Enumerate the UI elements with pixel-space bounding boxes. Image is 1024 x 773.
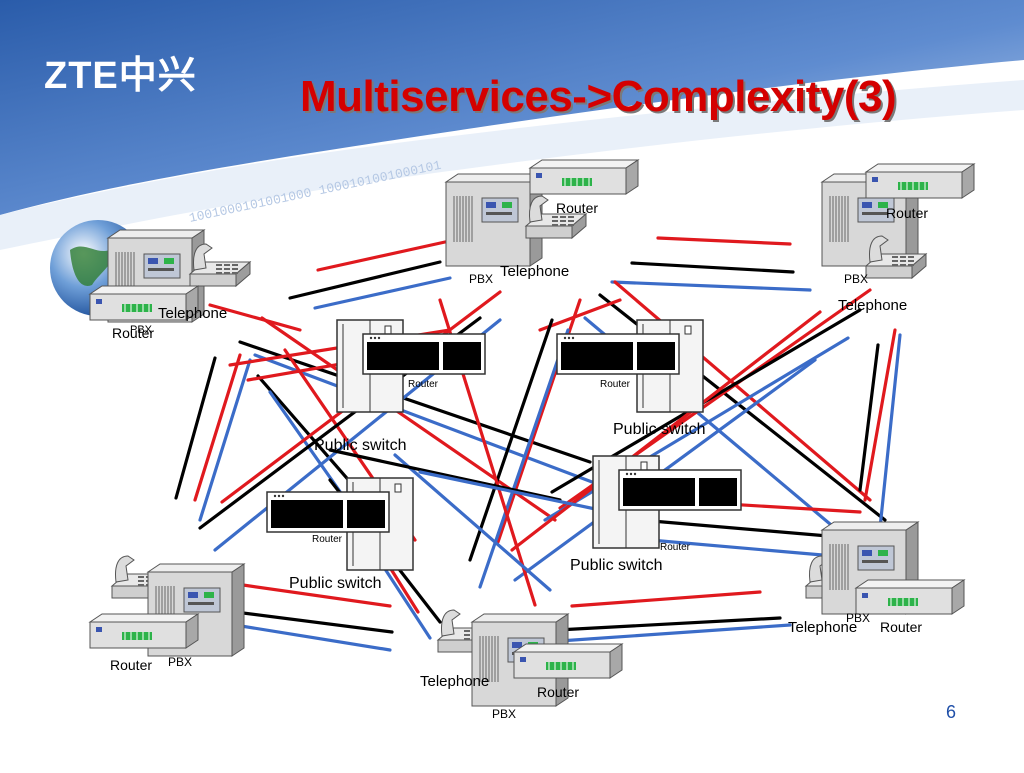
router-icon	[88, 613, 200, 649]
connection-line	[570, 590, 762, 608]
router-icon	[512, 643, 624, 679]
connection-line	[468, 318, 554, 562]
connection-line	[630, 261, 795, 274]
header-swoosh-light	[0, 80, 1024, 250]
zte-logo: ZTE中兴	[44, 55, 197, 97]
telephone-label: Telephone	[838, 297, 907, 314]
telephone-icon	[864, 235, 928, 280]
connection-line	[858, 343, 880, 492]
connection-line	[193, 353, 242, 502]
connection-line	[610, 280, 812, 292]
connection-line	[288, 260, 442, 300]
connection-line	[233, 610, 394, 634]
telephone-label: Telephone	[788, 619, 857, 636]
connection-line	[510, 310, 822, 552]
telephone-icon	[188, 243, 252, 288]
public-switch-icon	[592, 455, 742, 549]
slide-title: Multiservices->Complexity(3)	[300, 72, 897, 121]
connection-lines	[174, 236, 902, 652]
telephone-label: Telephone	[158, 305, 227, 322]
telephone-icon	[524, 195, 588, 240]
pbx-label: PBX	[130, 324, 153, 336]
pbx-label: PBX	[846, 611, 870, 625]
pbx-label: PBX	[469, 272, 493, 286]
connection-line	[313, 276, 452, 310]
connection-line	[418, 470, 602, 512]
connection-line	[233, 623, 392, 652]
public-switch-icon	[266, 477, 414, 571]
router-label: Router	[408, 379, 439, 390]
public-switch-icon	[336, 319, 486, 413]
router-label: Router	[886, 205, 928, 221]
connection-line	[328, 448, 562, 502]
connection-line	[198, 358, 252, 522]
router-label: Router	[556, 200, 598, 216]
connection-line	[538, 298, 622, 332]
connection-line	[878, 333, 902, 530]
router-label: Router	[537, 684, 579, 700]
connection-line	[555, 616, 782, 632]
connection-line	[613, 280, 872, 502]
router-label: Router	[600, 379, 631, 390]
public-switch-label: Public switch	[570, 557, 662, 574]
router-label: Router	[660, 542, 691, 553]
pbx-label: PBX	[168, 655, 192, 669]
page-number: 6	[946, 702, 957, 722]
router-label: Router	[880, 619, 922, 635]
connection-line	[174, 356, 217, 500]
connection-line	[478, 328, 570, 589]
connection-line	[863, 328, 897, 502]
router-label: Router	[110, 657, 152, 673]
connection-line	[241, 583, 392, 608]
telephone-label: Telephone	[420, 673, 489, 690]
public-switch-label: Public switch	[289, 575, 381, 592]
router-icon	[854, 579, 966, 615]
connection-line	[543, 623, 792, 644]
connection-line	[656, 236, 792, 246]
connection-line	[253, 353, 610, 490]
public-switch-label: Public switch	[314, 437, 406, 454]
router-label: Router	[312, 534, 343, 545]
router-icon	[864, 163, 976, 199]
pbx-label: PBX	[844, 272, 868, 286]
public-switch-label: Public switch	[613, 421, 705, 438]
header-swoosh	[0, 0, 1024, 215]
router-label: Router	[112, 325, 154, 341]
pbx-label: PBX	[492, 707, 516, 721]
public-switch-icon	[556, 319, 704, 413]
connection-line	[393, 453, 552, 592]
pbx-icon	[444, 173, 544, 267]
router-icon	[528, 159, 640, 195]
connection-line	[316, 240, 447, 272]
router-icon	[88, 285, 200, 321]
connection-line	[208, 303, 302, 332]
telephone-label: Telephone	[500, 263, 569, 280]
